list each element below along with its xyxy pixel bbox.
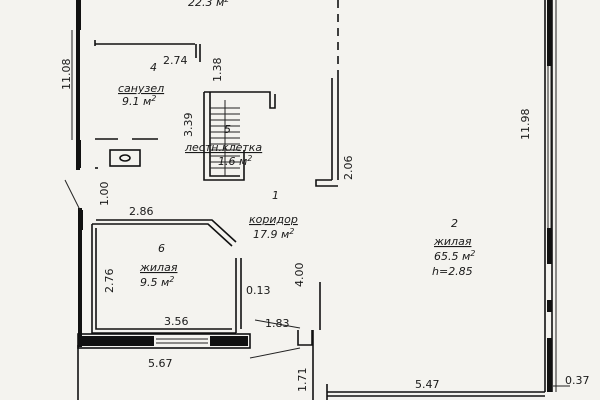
room6-top-wall-inner — [96, 219, 237, 243]
room-1-label: 1 коридор 17.9 м2 — [249, 189, 298, 241]
room-number: 2 — [451, 217, 458, 230]
room-2-label: 2 жилая 65.5 м2 h=2.85 — [432, 217, 475, 278]
dim-label: 5.67 — [148, 357, 173, 370]
room-height: h=2.85 — [432, 265, 473, 278]
room-name: санузел — [118, 82, 164, 95]
fixtures — [109, 100, 240, 176]
dim-label: 2.06 — [342, 156, 355, 181]
room-name: жилая — [139, 261, 178, 274]
dimension-lines — [254, 319, 570, 387]
dim-label: 5.47 — [415, 378, 440, 391]
walls — [64, 0, 557, 400]
upper-room-area: 22.3 м2 — [188, 0, 229, 9]
right-wall-fill-2 — [547, 228, 552, 264]
dim-label: 1.00 — [98, 182, 111, 207]
room-name: коридор — [249, 213, 298, 226]
door-swing — [249, 347, 301, 359]
room-number: 6 — [158, 242, 165, 255]
sink-fixture — [109, 149, 141, 167]
room-area: 9.1 м2 — [122, 94, 156, 108]
room-area: 65.5 м2 — [434, 249, 475, 263]
dim-1-83-leader — [254, 319, 301, 329]
stair-outline — [203, 92, 245, 181]
stair-treads — [210, 100, 240, 176]
dim-label: 0.37 — [565, 374, 590, 387]
dim-label: 4.00 — [293, 263, 306, 288]
dim-label: 0.13 — [246, 284, 271, 297]
room-area: 9.5 м2 — [140, 275, 174, 289]
dim-label: 11.08 — [60, 59, 73, 91]
dim-label: 11.98 — [519, 109, 532, 141]
room-name: лестн.клетка — [184, 141, 262, 154]
room6-exterior-wall — [77, 333, 251, 349]
room-number: 1 — [272, 189, 279, 202]
room6-outline — [91, 224, 236, 334]
room-name: жилая — [433, 235, 472, 248]
left-wall-fill-1 — [76, 0, 81, 30]
dim-label: 1.71 — [296, 368, 309, 393]
right-wall-fill-1 — [547, 0, 552, 66]
corridor-notch — [315, 179, 338, 187]
room-number: 5 — [224, 123, 231, 136]
left-door-swing — [64, 179, 81, 211]
left-wall-fill-2 — [76, 140, 81, 168]
room-area: 1.6 м2 — [218, 154, 252, 168]
dim-label: 1.83 — [265, 317, 290, 330]
dim-label: 3.39 — [182, 113, 195, 138]
right-wall-fill-3 — [547, 300, 552, 312]
dim-label: 3.56 — [164, 315, 189, 328]
left-wall-fill-3 — [78, 210, 83, 230]
room6-top-wall — [92, 223, 233, 247]
wall-fill-right — [210, 336, 248, 346]
dim-label: 2.86 — [129, 205, 154, 218]
entry-vestibule — [297, 330, 313, 346]
room-4-label: 4 санузел 9.1 м2 — [118, 61, 164, 108]
dim-label: 2.74 — [163, 54, 188, 67]
room-number: 4 — [150, 61, 157, 74]
room-6-label: 6 жилая 9.5 м2 — [139, 242, 178, 289]
right-wall-fill-4 — [547, 338, 552, 392]
room-5-label: 5 лестн.клетка 1.6 м2 — [184, 123, 262, 168]
dimension-labels: 11.08 2.74 1.38 3.39 2.06 11.98 1.00 2.8… — [60, 54, 590, 392]
sink-basin — [119, 154, 131, 162]
room6-outline-inner — [95, 228, 232, 330]
dim-label: 2.76 — [103, 269, 116, 294]
stair-top-wall — [204, 91, 276, 109]
dim-label: 1.38 — [211, 58, 224, 83]
room-area: 17.9 м2 — [253, 227, 294, 241]
wall-fill-left — [80, 336, 154, 346]
